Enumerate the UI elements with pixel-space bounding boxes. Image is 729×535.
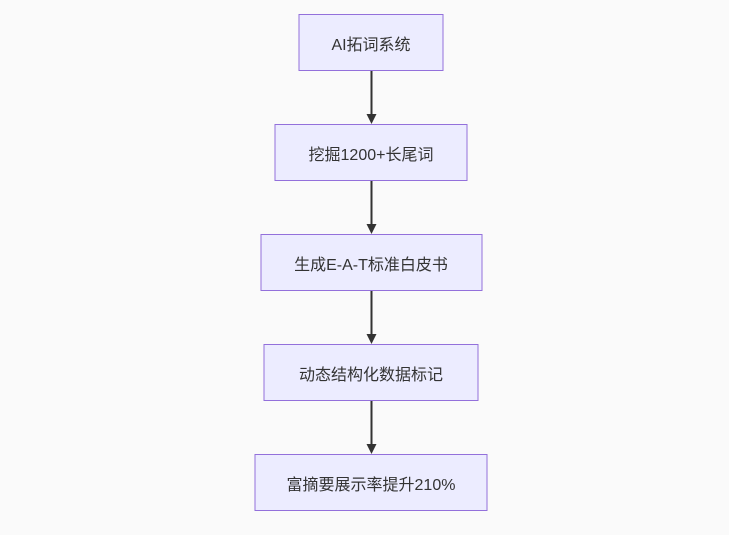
flow-node-rich-snippet-rate: 富摘要展示率提升210% <box>254 454 488 511</box>
flow-node-ai-keyword-system: AI拓词系统 <box>298 14 444 71</box>
flow-node-label: AI拓词系统 <box>331 36 411 54</box>
flow-node-label: 挖掘1200+长尾词 <box>308 146 434 164</box>
arrow-down-3 <box>366 291 376 344</box>
arrow-line <box>370 401 372 445</box>
arrowhead-icon <box>366 444 376 454</box>
flow-node-label: 动态结构化数据标记 <box>298 366 443 384</box>
arrow-down-1 <box>366 71 376 124</box>
arrow-down-2 <box>366 181 376 234</box>
arrowhead-icon <box>366 114 376 124</box>
arrow-line <box>370 71 372 115</box>
flowchart: AI拓词系统 挖掘1200+长尾词 生成E-A-T标准白皮书 动态结构化数据标记 <box>254 14 488 511</box>
arrow-line <box>370 181 372 225</box>
arrow-line <box>370 291 372 335</box>
arrowhead-icon <box>366 334 376 344</box>
arrowhead-icon <box>366 224 376 234</box>
arrow-down-4 <box>366 401 376 454</box>
flow-node-label: 生成E-A-T标准白皮书 <box>294 256 448 274</box>
flow-node-generate-eat-whitepaper: 生成E-A-T标准白皮书 <box>260 234 482 291</box>
flow-node-dynamic-structured-data: 动态结构化数据标记 <box>263 344 479 401</box>
flow-node-mine-longtail-keywords: 挖掘1200+长尾词 <box>274 124 468 181</box>
flow-node-label: 富摘要展示率提升210% <box>286 476 456 494</box>
